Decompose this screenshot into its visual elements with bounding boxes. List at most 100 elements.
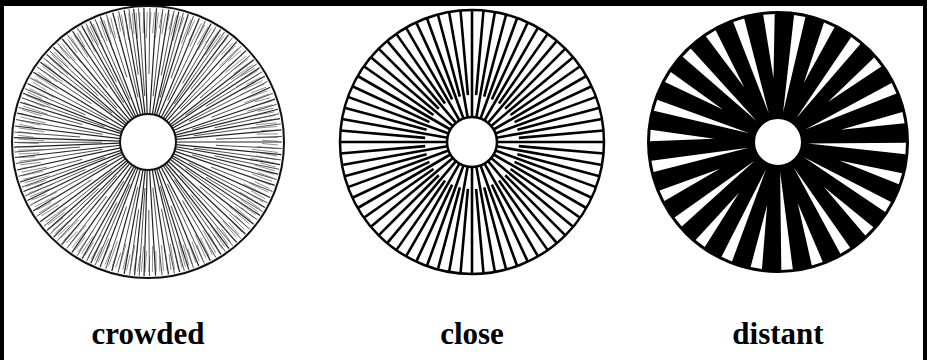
gill-line — [176, 130, 282, 140]
gill-hatch — [31, 85, 54, 97]
gill-hatch — [129, 13, 130, 29]
gill-hatch — [53, 214, 73, 231]
gill-hatch — [85, 242, 94, 255]
gill-hatch — [18, 146, 34, 148]
gill-line — [22, 98, 105, 127]
gill-line — [216, 145, 282, 148]
gill-hatch — [171, 15, 177, 35]
distant-gills — [648, 12, 908, 272]
gill-line — [387, 161, 456, 243]
gill-hatch — [205, 34, 220, 55]
gill-hatch — [197, 25, 205, 39]
gill-gap — [783, 15, 805, 112]
gill-hatch — [239, 192, 261, 206]
gill-line — [460, 11, 467, 96]
gill-gap — [660, 169, 720, 201]
gill-hatch — [102, 244, 111, 263]
gill-hatch — [18, 135, 34, 137]
gill-hatch — [243, 184, 266, 196]
gill-hatch — [164, 14, 169, 39]
gill-hatch — [189, 22, 198, 41]
gill-hatch — [45, 207, 66, 222]
gill-hatch — [125, 14, 129, 40]
gill-line — [27, 84, 122, 130]
gill-hatch — [252, 149, 278, 152]
gill-hatch — [165, 250, 167, 271]
gill-line — [191, 195, 233, 246]
gill-hatch — [255, 98, 270, 102]
gill-hatch — [27, 185, 42, 190]
gill-hatch — [18, 149, 44, 151]
gill-hatch — [141, 246, 143, 272]
gill-hatch — [20, 121, 41, 126]
gill-hatch — [226, 56, 246, 72]
gill-hatch — [159, 255, 160, 271]
gill-hatch — [26, 180, 46, 186]
crowded-gills — [12, 6, 284, 278]
gill-line — [379, 49, 439, 109]
gill-line — [200, 186, 250, 229]
gill-line — [519, 130, 604, 137]
gill-hatch — [134, 250, 137, 271]
gill-line — [82, 26, 134, 118]
gill-line — [406, 28, 460, 121]
gill-hatch — [205, 30, 214, 43]
gill-hatch — [58, 225, 70, 236]
gill-hatch — [246, 77, 260, 84]
gill-hatch — [249, 167, 274, 174]
gill-hatch — [180, 18, 187, 38]
gill-hatch — [136, 13, 137, 39]
gill-hatch — [130, 245, 135, 271]
gill-spacing-label: crowded — [91, 318, 204, 349]
gill-hatch — [251, 158, 276, 163]
cap-outline — [12, 6, 284, 278]
gill-spacing-label: close — [440, 318, 504, 349]
gill-hatch — [231, 65, 253, 80]
gill-line — [157, 169, 189, 270]
gill-hatch — [121, 15, 124, 36]
gill-line — [211, 167, 272, 191]
gill-hatch — [174, 248, 178, 269]
gill-line — [485, 164, 539, 257]
gill-hatch — [61, 220, 79, 239]
cap-disc — [648, 12, 908, 272]
gill-hatch — [188, 21, 195, 36]
stipe-hole — [120, 114, 176, 170]
gill-hatch — [149, 256, 150, 272]
gill-hatch — [80, 31, 90, 49]
gill-hatch — [230, 207, 250, 224]
stipe-hole — [447, 117, 497, 167]
gill-line — [471, 167, 474, 274]
gill-hatch — [95, 246, 103, 260]
gill-hatch — [35, 197, 54, 206]
gill-hatch — [200, 238, 209, 257]
gill-hatch — [25, 176, 50, 183]
gill-hatch — [25, 99, 44, 107]
gill-hatch — [57, 49, 74, 68]
gill-hatch — [261, 153, 277, 156]
gill-line — [476, 189, 483, 274]
gill-hatch — [262, 140, 278, 141]
gill-line — [33, 156, 124, 211]
gill-hatch — [45, 63, 57, 74]
gill-hatch — [105, 250, 111, 265]
gill-hatch — [251, 126, 277, 128]
gill-hatch — [210, 225, 225, 247]
gill-line — [37, 180, 92, 217]
gill-hatch — [145, 251, 147, 272]
gill-line — [144, 8, 147, 114]
gill-hatch — [52, 55, 63, 67]
gill-hatch — [107, 19, 111, 35]
gill-hatch — [229, 51, 241, 61]
gill-line — [87, 202, 117, 261]
gill-hatch — [224, 213, 242, 232]
gill-hatch — [83, 29, 95, 52]
gill-hatch — [155, 12, 158, 38]
gill-hatch — [19, 128, 45, 132]
gill-hatch — [247, 105, 272, 111]
gill-hatch — [255, 165, 275, 171]
gill-line — [341, 146, 426, 153]
gill-hatch — [132, 13, 133, 34]
gill-hatch — [22, 110, 42, 116]
gill-line — [16, 149, 103, 163]
